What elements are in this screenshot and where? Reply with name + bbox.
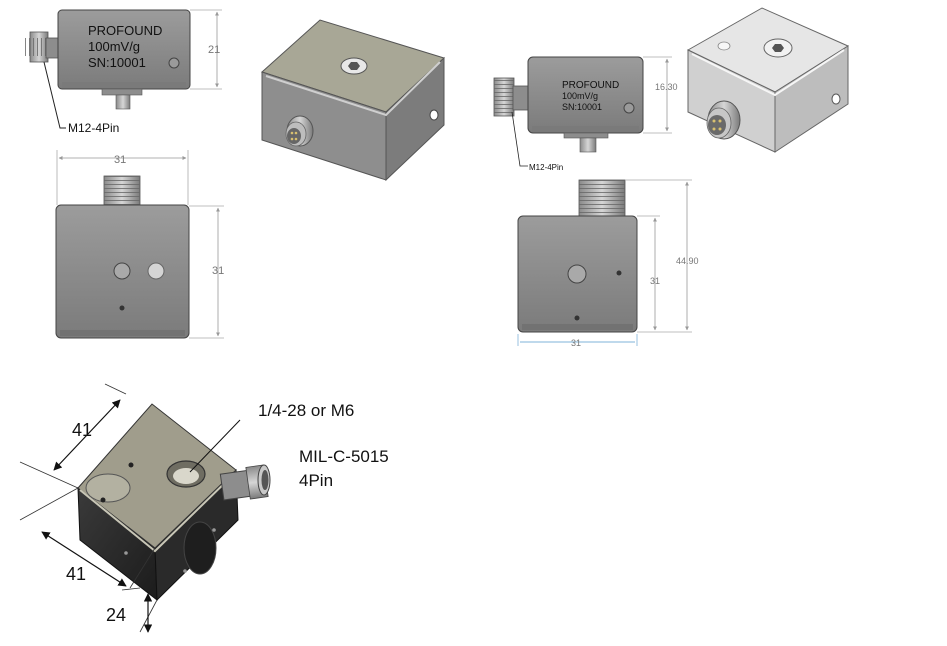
view2-hole-left (113, 262, 131, 280)
view1-side-view: PROFOUND 100mV/g SN:10001 21 M12-4Pin (24, 9, 222, 135)
view5-side-dim-line (41, 531, 127, 587)
view3-sens-label: 100mV/g (562, 91, 598, 101)
iso-view-a (261, 19, 445, 182)
view3-side-view: PROFOUND 100mV/g SN:10001 16.30 M12-4Pin (493, 56, 678, 172)
view3-side-hole (623, 102, 635, 114)
view1-side-hole (168, 57, 180, 69)
view4-hole-small-bottom (574, 315, 580, 321)
view5-connector-line2: 4Pin (299, 471, 333, 490)
view1-sn-label: SN:10001 (88, 55, 146, 70)
view2-height-dim: 31 (212, 265, 224, 277)
view5-side-dim: 41 (66, 564, 86, 584)
view5-top-circle-plate (85, 473, 131, 503)
view1-leader-line (43, 61, 66, 129)
view2-width-dim: 31 (114, 154, 126, 166)
view5-height-dim: 24 (106, 605, 126, 625)
view2-small-hole (119, 305, 125, 311)
view5-top-dim: 41 (72, 420, 92, 440)
view3-leader-line (511, 111, 528, 167)
view5-connector-line1: MIL-C-5015 (299, 447, 389, 466)
view3-brand-label: PROFOUND (562, 80, 619, 91)
view1-mount-stud (115, 94, 131, 110)
view5-thread-note: 1/4-28 or M6 (258, 401, 354, 420)
view4-width-dim: 31 (571, 338, 581, 348)
iso-view-b (686, 7, 850, 153)
view3-height-dim: 16.30 (655, 82, 678, 92)
view4-top-view: 44.90 31 31 (517, 179, 699, 348)
view5-side-cover (183, 521, 217, 575)
view5-top-face (77, 403, 237, 549)
view3-sn-label: SN:10001 (562, 102, 602, 112)
view5-top-dim-line (53, 399, 121, 471)
view2-top-view: 31 31 (55, 150, 224, 339)
view2-hole-right (147, 262, 165, 280)
view5-thread-leader (189, 419, 241, 473)
view1-connector-note: M12-4Pin (68, 121, 119, 135)
view4-total-height-dim: 44.90 (676, 256, 699, 266)
view1-sens-label: 100mV/g (88, 39, 140, 54)
view1-brand-label: PROFOUND (88, 23, 162, 38)
view5-connector (219, 464, 271, 501)
view4-hole-small-right (616, 270, 622, 276)
view4-body-height-dim: 31 (650, 276, 660, 286)
view3-connector-note: M12-4Pin (529, 163, 563, 172)
view1-height-dim: 21 (208, 44, 220, 56)
view3-mount-stud (579, 137, 597, 153)
view4-hole-large (567, 264, 587, 284)
view5-iso-view: 41 41 24 1/4-28 or M6 MIL-C-5015 4Pin (19, 383, 389, 633)
